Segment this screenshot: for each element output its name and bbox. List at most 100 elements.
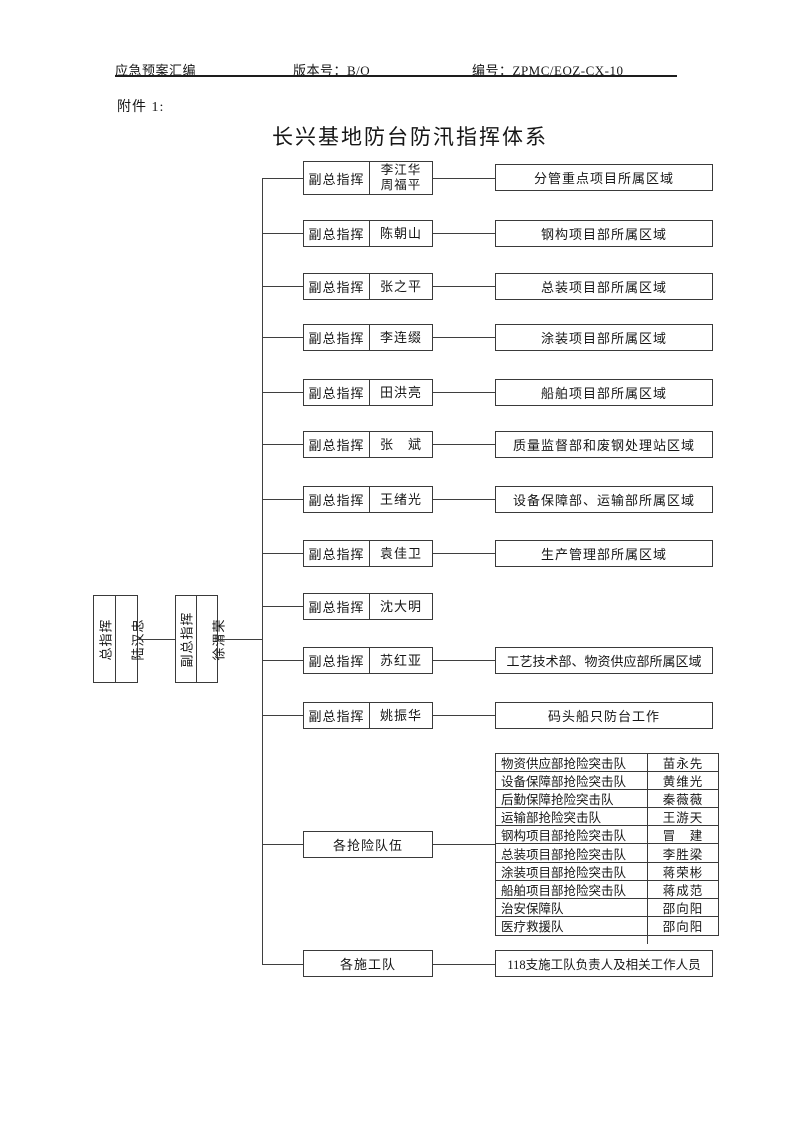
deputy-role: 副总指挥: [304, 594, 370, 619]
deputy-box: 副总指挥 沈大明: [303, 593, 433, 620]
connector-line: [433, 392, 495, 393]
deputy-role: 副总指挥: [304, 380, 370, 405]
branch-line: [262, 964, 303, 965]
deputy-box: 副总指挥 姚振华: [303, 702, 433, 729]
team-leader-cell: 邵向阳: [662, 901, 704, 916]
chief-commander-box: 总指挥 陆汉忠: [93, 595, 146, 683]
region-box: 质量监督部和废钢处理站区域: [495, 431, 713, 458]
deputy-role: 副总指挥: [304, 487, 370, 512]
deputy-role: 副总指挥: [304, 703, 370, 728]
table-row: 后勤保障抢险突击队 秦薇薇: [496, 790, 718, 809]
deputy-name: 李江华 周福平: [380, 163, 422, 192]
team-name-cell: 医疗救援队: [496, 916, 648, 935]
branch-line: [262, 715, 303, 716]
chief-role-cell: 总指挥: [94, 596, 116, 682]
team-name-cell: 设备保障部抢险突击队: [496, 772, 648, 790]
deputy-role: 副总指挥: [304, 541, 370, 566]
team-leader-cell: 蒋成范: [662, 883, 704, 898]
connector-line: [433, 553, 495, 554]
region-box: 钢构项目部所属区域: [495, 220, 713, 247]
table-row: 钢构项目部抢险突击队 冒 建: [496, 826, 718, 845]
region-box: 设备保障部、运输部所属区域: [495, 486, 713, 513]
deputy-name: 张之平: [379, 278, 422, 294]
table-row: 设备保障部抢险突击队 黄维光: [496, 772, 718, 791]
team-leader-cell: 苗永先: [662, 757, 704, 772]
team-leader-cell: 秦薇薇: [662, 793, 704, 808]
table-row: 涂装项目部抢险突击队 蒋荣彬: [496, 862, 718, 881]
deputy-role: 副总指挥: [304, 648, 370, 673]
team-leader-cell: 黄维光: [662, 775, 704, 790]
deputy-name: 沈大明: [379, 598, 422, 614]
deputy-role: 副总指挥: [304, 274, 370, 299]
rescue-teams-label-box: 各抢险队伍: [303, 831, 433, 858]
deputy-box: 副总指挥 袁佳卫: [303, 540, 433, 567]
team-leader-cell: 邵向阳: [662, 920, 704, 935]
table-divider-extension-line: [647, 935, 648, 944]
branch-line: [262, 606, 303, 607]
branch-line: [262, 286, 303, 287]
deputy-box: 副总指挥 张之平: [303, 273, 433, 300]
page-title: 长兴基地防台防汛指挥体系: [272, 125, 548, 149]
deputy-box: 副总指挥 李连缀: [303, 324, 433, 351]
deputy-name: 李连缀: [379, 329, 422, 345]
connector-line: [433, 844, 495, 845]
trunk-line: [262, 178, 263, 965]
connector-line: [433, 964, 495, 965]
team-leader-cell: 李胜梁: [662, 847, 704, 862]
deputy-chief-role: 副总指挥: [179, 610, 195, 668]
header-rule: [115, 75, 677, 77]
connector-line: [433, 444, 495, 445]
table-row: 运输部抢险突击队 王游天: [496, 808, 718, 827]
deputy-name: 苏红亚: [379, 652, 422, 668]
table-row: 船舶项目部抢险突击队 蒋成范: [496, 880, 718, 899]
deputy-chief-role-cell: 副总指挥: [176, 596, 197, 682]
deputy-role: 副总指挥: [304, 162, 370, 194]
table-row: 物资供应部抢险突击队 苗永先: [496, 754, 718, 773]
deputy-name: 张 斌: [379, 436, 422, 452]
construction-detail-box: 118支施工队负责人及相关工作人员: [495, 950, 713, 977]
deputy-box: 副总指挥 李江华 周福平: [303, 161, 433, 195]
branch-line: [262, 844, 303, 845]
deputy-box: 副总指挥 王绪光: [303, 486, 433, 513]
team-leader-cell: 王游天: [662, 811, 704, 826]
connector-line: [433, 499, 495, 500]
construction-label-box: 各施工队: [303, 950, 433, 977]
deputy-role: 副总指挥: [304, 325, 370, 350]
branch-line: [262, 444, 303, 445]
region-box: 总装项目部所属区域: [495, 273, 713, 300]
deputy-name: 田洪亮: [379, 384, 422, 400]
deputy-name: 王绪光: [379, 491, 422, 507]
header-doc-title: 应急预案汇编: [115, 63, 197, 78]
deputy-box: 副总指挥 陈朝山: [303, 220, 433, 247]
branch-line: [262, 553, 303, 554]
deputy-box: 副总指挥 苏红亚: [303, 647, 433, 674]
team-leader-cell: 冒 建: [662, 829, 704, 844]
table-row: 治安保障队 邵向阳: [496, 898, 718, 917]
connector-line: [433, 715, 495, 716]
region-box: 工艺技术部、物资供应部所属区域: [495, 647, 713, 674]
region-box: 码头船只防台工作: [495, 702, 713, 729]
rescue-teams-table: 物资供应部抢险突击队 苗永先 设备保障部抢险突击队 黄维光 后勤保障抢险突击队 …: [495, 753, 719, 936]
team-name-cell: 船舶项目部抢险突击队: [496, 880, 648, 898]
deputy-name: 袁佳卫: [379, 545, 422, 561]
team-name-cell: 运输部抢险突击队: [496, 808, 648, 826]
region-box: 生产管理部所属区域: [495, 540, 713, 567]
connector-line: [433, 233, 495, 234]
branch-line: [262, 233, 303, 234]
deputy-box: 副总指挥 张 斌: [303, 431, 433, 458]
deputy-role: 副总指挥: [304, 432, 370, 457]
region-box: 船舶项目部所属区域: [495, 379, 713, 406]
branch-line: [262, 499, 303, 500]
region-box: 涂装项目部所属区域: [495, 324, 713, 351]
deputy-name: 姚振华: [379, 707, 422, 723]
team-leader-cell: 蒋荣彬: [662, 865, 704, 880]
team-name-cell: 物资供应部抢险突击队: [496, 754, 648, 772]
branch-line: [262, 660, 303, 661]
team-name-cell: 治安保障队: [496, 898, 648, 916]
branch-line: [262, 178, 303, 179]
deputy-chief-connector-line: [218, 639, 262, 640]
branch-line: [262, 337, 303, 338]
team-name-cell: 后勤保障抢险突击队: [496, 790, 648, 808]
deputy-name: 陈朝山: [379, 225, 422, 241]
